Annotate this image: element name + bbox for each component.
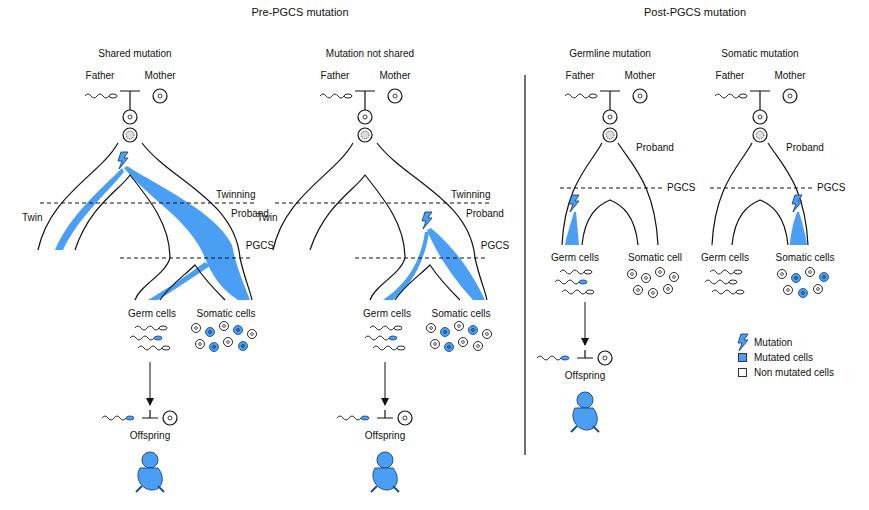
label: PGCS [667,182,695,194]
label: Somatic cell [628,252,682,264]
legend-swatch [738,353,747,362]
label: Mother [624,70,655,82]
panel-somatic [705,89,829,298]
label: Twin [257,212,278,224]
label: Father [716,70,745,82]
panel-heading: Post-PGCS mutation [644,6,746,18]
label: PGCS [246,240,274,252]
legend-swatch [738,368,747,377]
panel-heading: Somatic mutation [721,48,798,60]
label: PGCS [817,182,845,194]
label: Offspring [565,370,605,382]
label: Somatic cells [776,252,835,264]
label: PGCS [481,240,509,252]
label: Proband [466,208,504,220]
legend-text: Mutation [754,337,792,349]
label: Father [321,70,350,82]
legend-bolt [738,334,748,351]
label: Twinning [216,189,255,201]
panel-heading: Mutation not shared [326,48,414,60]
label: Germ cells [363,308,411,320]
label: Germ cells [701,252,749,264]
label: Offspring [130,430,170,442]
legend-text: Non mutated cells [754,367,834,379]
panel-not-shared [273,89,492,492]
label: Twinning [451,189,490,201]
label: Germ cells [128,308,176,320]
label: Twin [22,212,43,224]
label: Offspring [365,430,405,442]
panel-heading: Shared mutation [98,48,171,60]
panel-heading: Pre-PGCS mutation [251,6,348,18]
label: Mother [144,70,175,82]
label: Mother [774,70,805,82]
label: Father [86,70,115,82]
label: Mother [379,70,410,82]
label: Germ cells [551,252,599,264]
legend-text: Mutated cells [754,352,813,364]
label: Proband [786,142,824,154]
label: Proband [636,142,674,154]
label: Somatic cells [432,308,491,320]
label: Father [566,70,595,82]
label: Somatic cells [197,308,256,320]
panel-heading: Germline mutation [569,48,651,60]
panel-shared [38,89,257,492]
